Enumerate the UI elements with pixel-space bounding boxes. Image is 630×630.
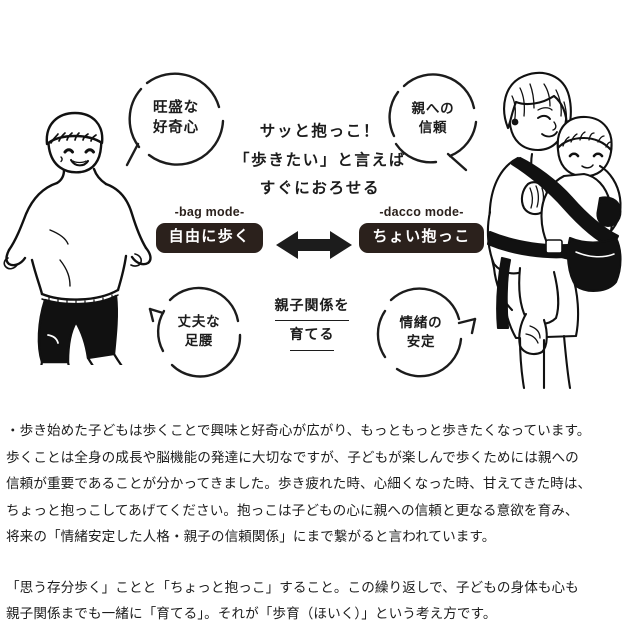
mode-bag: -bag mode- 自由に歩く <box>143 205 276 253</box>
bubble-legs: 丈夫な 足腰 <box>148 286 242 378</box>
bubble-line: 丈夫な <box>177 314 221 330</box>
bubble-trust-outline <box>388 73 478 172</box>
bubble-trust: 親への 信頼 <box>388 73 478 172</box>
bubble-legs-text: 丈夫な 足腰 <box>178 313 221 350</box>
mode-dacco-pill[interactable]: ちょい抱っこ <box>359 223 484 253</box>
bubble-line: 好奇心 <box>152 120 200 136</box>
mode-bag-caption: -bag mode- <box>174 205 245 219</box>
bubble-trust-text: 親への 信頼 <box>412 100 455 137</box>
bubble-curiosity: 旺盛な 好奇心 <box>125 69 225 167</box>
copy-line: 将来の「情緒安定した人格・親子の信頼関係」にまで繋がると言われています。 <box>6 529 496 544</box>
headline-line: サッと抱っこ！ <box>259 123 381 140</box>
mother-child-svg <box>486 71 622 390</box>
infographic-diagram: 旺盛な 好奇心 親への 信頼 <box>3 62 630 426</box>
copy-line: 「思う存分歩く」ことと「ちょっと抱っこ」すること。この繰り返しで、子どもの身体も… <box>6 579 579 595</box>
headline-line: 「歩きたい」と言えば <box>233 151 407 169</box>
mother-child-illustration <box>472 62 630 392</box>
headline: サッと抱っこ！ 「歩きたい」と言えば すぐにおろせる <box>218 118 422 204</box>
copy-line: 親子関係までも一緒に「育てる」。それが「歩育（ほいく）」という考え方です。 <box>6 606 497 621</box>
copy-line: 歩くことは全身の成長や脳機能の発達に大切なですが、子どもが楽しんで歩くためには親… <box>6 449 579 465</box>
bubble-line: 旺盛な <box>152 100 200 116</box>
copy-line: ・歩き始めた子どもは歩くことで興味と好奇心が広がり、もっともっと歩きたくなってい… <box>6 423 591 438</box>
bubble-curiosity-text: 旺盛な 好奇心 <box>153 98 199 138</box>
bubble-emotion: 情緒の 安定 <box>376 287 477 378</box>
bubble-emotion-text: 情緒の 安定 <box>400 314 443 351</box>
bubble-legs-outline <box>148 286 242 378</box>
bubble-line: 親への <box>411 101 455 117</box>
paragraph-2: 「思う存分歩く」ことと「ちょっと抱っこ」すること。この繰り返しで、子どもの身体も… <box>6 575 626 628</box>
body-copy: ・歩き始めた子どもは歩くことで興味と好奇心が広がり、もっともっと歩きたくなってい… <box>6 418 626 628</box>
grow-relationship-text: 親子関係を 育てる <box>252 292 372 351</box>
mode-dacco-caption: -dacco mode- <box>379 205 464 219</box>
mode-bag-pill[interactable]: 自由に歩く <box>155 223 264 253</box>
mode-dacco: -dacco mode- ちょい抱っこ <box>355 205 488 253</box>
bubble-emotion-outline <box>376 287 477 378</box>
grow-line: 育てる <box>289 321 335 351</box>
grow-row: 育てる <box>252 321 372 351</box>
bubble-line: 信頼 <box>418 120 448 135</box>
copy-line: ちょっと抱っこしてあげてください。抱っこは子どもの心に親への信頼と更なる意欲を育… <box>6 502 579 518</box>
bubble-line: 情緒の <box>399 315 443 331</box>
copy-line: 信頼が重要であることが分かってきました。歩き疲れた時、心細くなった時、甘えてきた… <box>6 476 592 491</box>
grow-row: 親子関係を <box>252 292 372 322</box>
bubble-line: 安定 <box>406 334 436 349</box>
grow-line: 親子関係を <box>274 292 350 322</box>
headline-line: すぐにおろせる <box>259 180 381 198</box>
double-arrow-icon <box>276 228 352 262</box>
bubble-curiosity-outline <box>125 72 225 167</box>
paragraph-1: ・歩き始めた子どもは歩くことで興味と好奇心が広がり、もっともっと歩きたくなってい… <box>6 418 626 551</box>
bubble-line: 足腰 <box>184 333 214 348</box>
double-arrow-svg <box>276 231 352 259</box>
